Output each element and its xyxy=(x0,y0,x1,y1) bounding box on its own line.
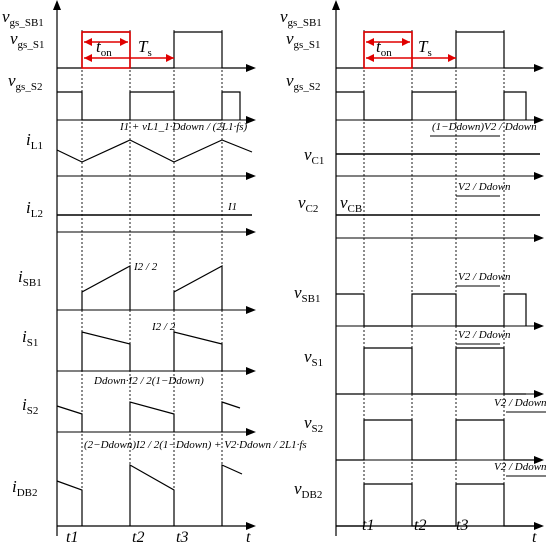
label-t-s: Ts xyxy=(138,37,152,59)
il1-waveform xyxy=(56,139,253,163)
tick-t2-right: t2 xyxy=(414,517,426,534)
vdb2-waveform xyxy=(336,483,540,527)
left-panel xyxy=(53,0,256,536)
tick-t-right: t xyxy=(532,529,537,546)
tick-t1-left: t1 xyxy=(66,529,78,546)
right-gate-sb1-waveform xyxy=(336,31,540,69)
label-vsb1: vSB1 xyxy=(294,283,321,305)
left-baseline-arrows xyxy=(246,64,256,436)
label-r-t-s: Ts xyxy=(418,37,432,59)
right-panel xyxy=(332,0,546,536)
annot-il2: I1 xyxy=(227,201,237,213)
label-isb1: iSB1 xyxy=(18,267,42,289)
idb2-pulse-0 xyxy=(56,480,83,526)
left-labels: vgs_SB1 vgs_S1 vgs_S2 iL1 iL2 iSB1 iS1 i… xyxy=(2,7,307,546)
label-vs1: vS1 xyxy=(304,347,323,369)
tick-t3-right: t3 xyxy=(456,517,468,534)
vsb1-waveform xyxy=(336,293,527,327)
left-gate-sb1-waveform xyxy=(57,31,252,69)
left-time-arrow xyxy=(246,522,256,530)
tick-t1-right: t1 xyxy=(362,517,374,534)
label-vgs-sb1: vgs_SB1 xyxy=(2,7,44,29)
tick-t2-left: t2 xyxy=(132,529,144,546)
label-vcb: vCB xyxy=(340,193,362,215)
label-vs2: vS2 xyxy=(304,413,323,435)
left-axis-arrow-up xyxy=(53,0,61,10)
idb2-pulse-1 xyxy=(129,463,175,526)
label-r-vgs-sb1: vgs_SB1 xyxy=(280,7,322,29)
is1-pulse-1 xyxy=(81,331,131,371)
isb1-pulse-2 xyxy=(173,264,223,310)
label-vdb2: vDB2 xyxy=(294,479,322,501)
annot-isb1: I2 / 2 xyxy=(133,261,158,273)
is1-pulse-2 xyxy=(173,331,223,371)
left-period-arrowheads xyxy=(84,38,174,62)
label-r-t-on: ton xyxy=(376,37,392,59)
annot-vdb2: V2 / Ddown xyxy=(494,461,547,473)
right-gate-s2-waveform xyxy=(336,91,527,121)
annot-is1: I2 / 2 xyxy=(151,321,176,333)
label-il1: iL1 xyxy=(26,130,43,152)
label-vgs-s2: vgs_S2 xyxy=(8,71,42,93)
annot-vsb1: V2 / Ddown xyxy=(458,271,511,283)
annot-is2: Ddown·I2 / 2(1−Ddown) xyxy=(93,375,204,387)
right-labels: vgs_SB1 vgs_S1 vgs_S2 vC1 vC2 vCB vSB1 v… xyxy=(280,7,547,546)
annot-idb2: (2−Ddown)I2 / 2(1−Ddown) + V2·Ddown / 2L… xyxy=(84,439,307,451)
label-vc2: vC2 xyxy=(298,193,318,215)
label-vc1: vC1 xyxy=(304,145,324,167)
is2-pulse-2 xyxy=(221,401,241,432)
label-vgs-s1: vgs_S1 xyxy=(10,29,44,51)
label-t-on: ton xyxy=(96,37,112,59)
isb1-pulse-1 xyxy=(81,264,131,310)
annot-vs2: V2 / Ddown xyxy=(494,397,547,409)
vs2-waveform xyxy=(336,419,540,461)
is2-pulse-1 xyxy=(129,401,175,432)
right-axis-arrow-up xyxy=(332,0,340,10)
right-period-arrowheads xyxy=(366,38,456,62)
right-fraction-bars xyxy=(430,135,546,477)
label-is1: iS1 xyxy=(22,327,38,349)
annot-il1: I1 + vL1_1·Ddown / (2L1·fs) xyxy=(119,121,248,133)
tick-t3-left: t3 xyxy=(176,529,188,546)
label-idb2: iDB2 xyxy=(12,477,38,499)
annot-vc2: V2 / Ddown xyxy=(458,181,511,193)
tick-t-left: t xyxy=(246,529,251,546)
label-r-vgs-s1: vgs_S1 xyxy=(286,29,320,51)
label-r-vgs-s2: vgs_S2 xyxy=(286,71,320,93)
idb2-pulse-2 xyxy=(221,464,243,526)
annot-vs1: V2 / Ddown xyxy=(458,329,511,341)
label-is2: iS2 xyxy=(22,395,38,417)
label-il2: iL2 xyxy=(26,198,43,220)
vs1-waveform xyxy=(336,347,526,395)
annot-vc1: (1−Ddown)V2 / Ddown xyxy=(432,121,537,133)
is2-pulse-0 xyxy=(56,405,83,432)
left-gate-s2-waveform xyxy=(57,91,241,121)
